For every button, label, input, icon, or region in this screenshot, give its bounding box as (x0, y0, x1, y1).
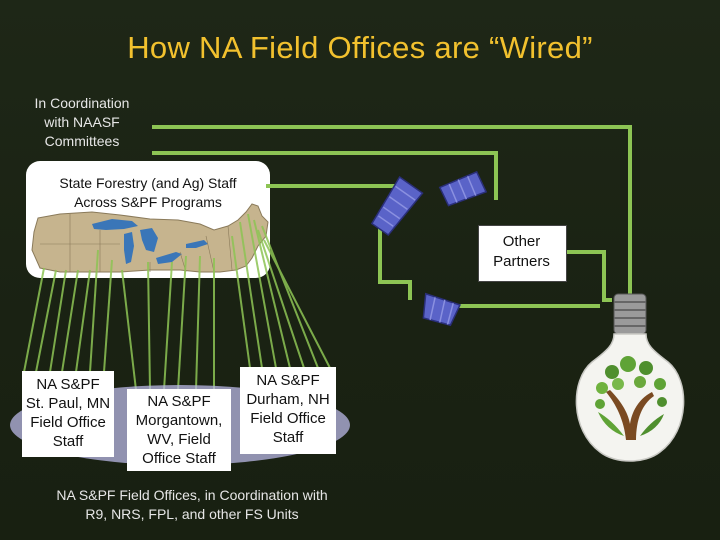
office-durham: NA S&PF Durham, NH Field Office Staff (240, 367, 336, 454)
map-state-lines (40, 214, 233, 273)
field-offices-note: NA S&PF Field Offices, in Coordination w… (56, 487, 328, 522)
state-forestry-label: State Forestry (and Ag) Staff Across S&P… (59, 175, 237, 210)
light-bulb-icon (575, 293, 685, 462)
tree-icon (595, 356, 667, 440)
wire-connector-bottom (422, 292, 462, 327)
slide-title: How NA Field Offices are “Wired” (127, 30, 593, 65)
office-st-paul: NA S&PF St. Paul, MN Field Office Staff (22, 371, 114, 457)
lake-superior (92, 219, 138, 230)
wire-connector-left (370, 175, 424, 237)
wire-frame (152, 125, 632, 308)
bulb-base (613, 293, 647, 335)
bulb-glass (575, 333, 685, 462)
lake-huron (140, 228, 158, 252)
us-map (31, 203, 269, 273)
lake-erie (156, 252, 182, 264)
naasf-coordination-label: In Coordination with NAASF Committees (34, 95, 130, 149)
wire-connector-top-right (438, 170, 488, 207)
other-partners-box (478, 225, 567, 282)
lake-michigan (124, 232, 134, 264)
other-partners-label: Other Partners (493, 233, 550, 270)
office-morgantown: NA S&PF Morgantown, WV, Field Office Sta… (127, 389, 231, 471)
office-connection-lines (23, 213, 331, 391)
lake-ontario (186, 240, 208, 248)
